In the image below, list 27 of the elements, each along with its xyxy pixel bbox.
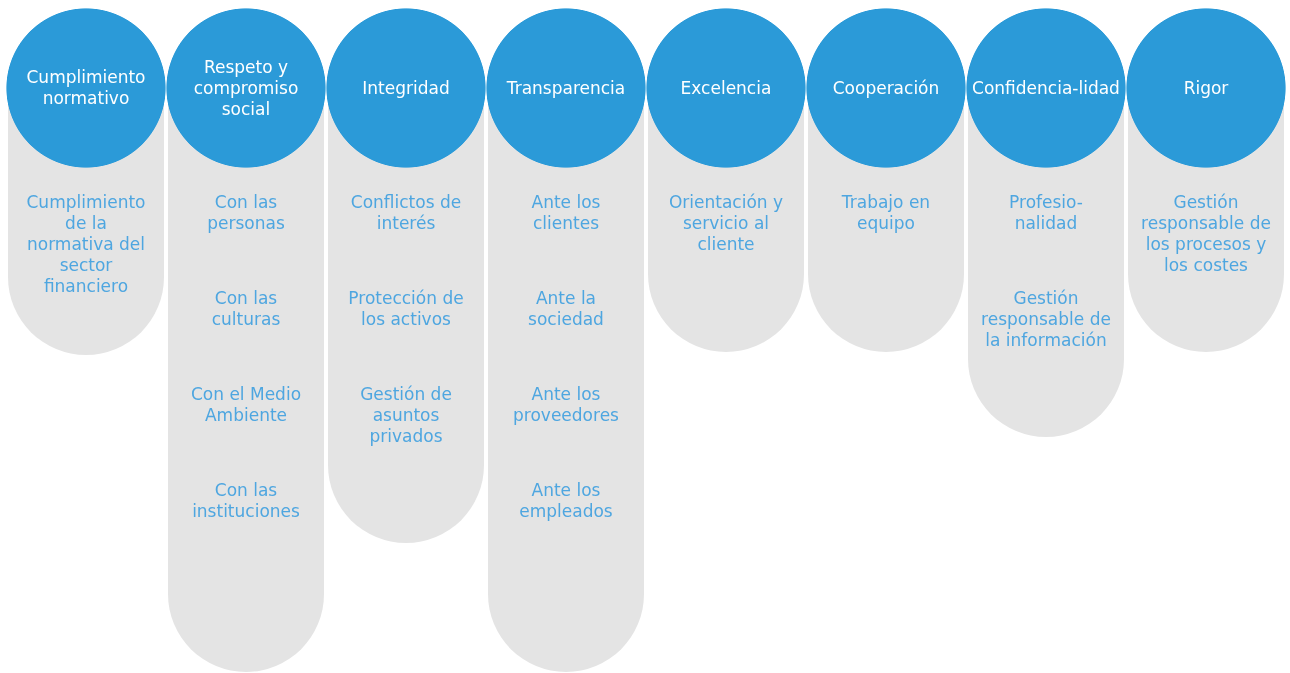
principle-text: Ante los proveedores (512, 384, 620, 426)
principle-text: Conflictos de interés (349, 192, 463, 234)
value-title: Excelencia (680, 77, 772, 99)
principle-text: Con las culturas (210, 288, 282, 330)
principle-text: Con las personas (206, 192, 286, 234)
principle-text: Protección de los activos (347, 288, 465, 330)
principle-text: Ante la sociedad (527, 288, 605, 330)
principle-text: Trabajo en equipo (840, 192, 932, 234)
pillar-card (168, 168, 324, 672)
value-title: Integridad (362, 77, 450, 99)
value-title: Transparencia (506, 77, 626, 99)
principle-text: Profesio-nalidad (1008, 192, 1084, 234)
principle-text: Con las instituciones (191, 480, 301, 522)
value-title: Confidencia-lidad (972, 77, 1120, 99)
principle-text: Ante los clientes (530, 192, 602, 234)
principle-text: Orientación y servicio al cliente (667, 192, 785, 255)
value-title: Respeto y compromiso social (192, 56, 300, 120)
pillar-card (488, 168, 644, 672)
principle-text: Gestión de asuntos privados (359, 384, 453, 447)
principle-text: Ante los empleados (518, 480, 614, 522)
value-title: Rigor (1183, 77, 1229, 99)
principle-text: Gestión responsable de la información (980, 288, 1112, 351)
value-title: Cumplimiento normativo (25, 67, 147, 109)
principle-text: Gestión responsable de los procesos y los costes (1140, 192, 1272, 276)
principle-text: Cumplimiento de la normativa del sector financiero (25, 192, 147, 297)
principle-text: Con el Medio Ambiente (189, 384, 303, 426)
value-title: Cooperación (832, 77, 940, 99)
